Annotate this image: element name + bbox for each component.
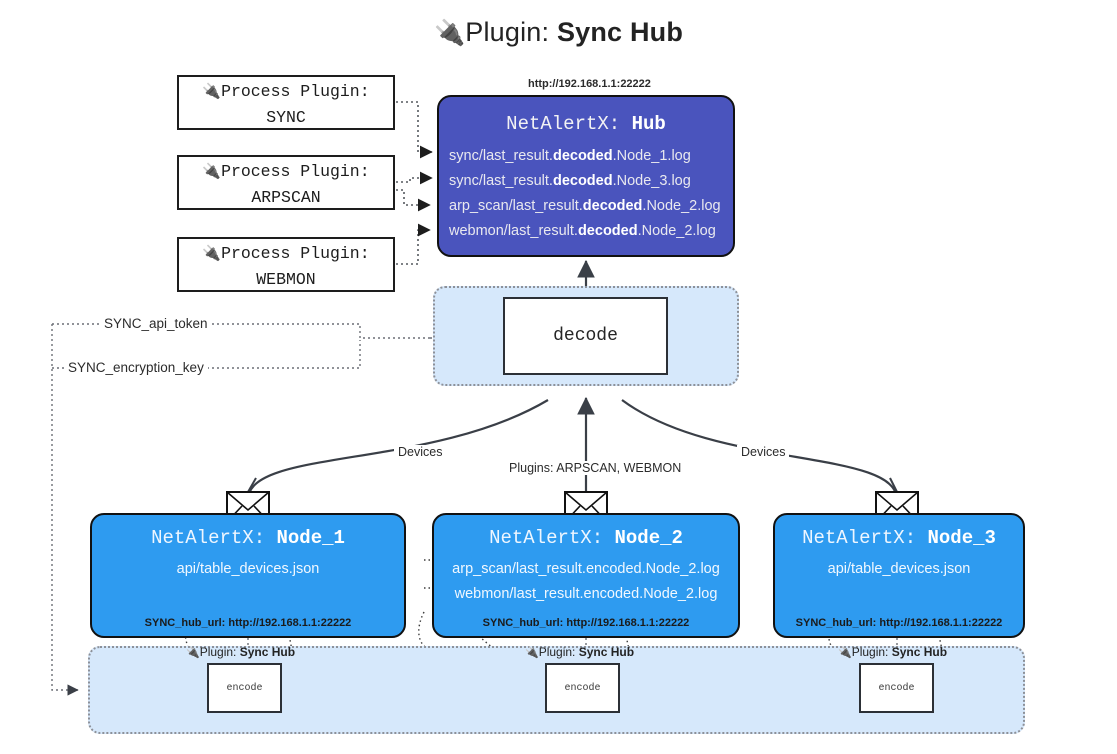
encoder-1-label: 🔌Plugin: Sync Hub [186,645,296,659]
process-plugin-sync[interactable]: 🔌Process Plugin: SYNC [177,75,395,130]
encode-box-3[interactable]: encode [859,663,934,713]
decode-box[interactable]: decode [503,297,668,375]
sync-api-token-label: SYNC_api_token [100,316,212,331]
title-name: Sync Hub [556,17,684,47]
encoder-3-label: 🔌Plugin: Sync Hub [838,645,948,659]
process-plugin-webmon-line1: 🔌Process Plugin: [202,244,370,263]
node-line: api/table_devices.json [827,561,971,577]
electric-plug-icon: 🔌 [186,647,200,659]
electric-plug-icon: 🔌 [202,244,222,262]
node-line: webmon/last_result.encoded.Node_2.log [454,586,718,602]
page-title: 🔌Plugin: Sync Hub [0,17,1117,48]
process-plugin-sync-line1: 🔌Process Plugin: [202,82,370,101]
node-3[interactable]: NetAlertX: Node_3 api/table_devices.json… [773,513,1025,638]
electric-plug-icon: 🔌 [838,647,852,659]
node-2-footer: SYNC_hub_url: http://192.168.1.1:22222 [482,617,690,629]
node-2-lines: arp_scan/last_result.encoded.Node_2.log … [434,557,738,607]
hub-log-list: sync/last_result.decoded.Node_1.log sync… [439,144,733,244]
node-1-title: NetAlertX: Node_1 [151,527,345,549]
hub-log-line: sync/last_result.decoded.Node_1.log [449,148,691,164]
hub-node[interactable]: NetAlertX: Hub sync/last_result.decoded.… [437,95,735,257]
hub-log-line: webmon/last_result.decoded.Node_2.log [449,223,716,239]
node-3-title: NetAlertX: Node_3 [802,527,996,549]
edge-label-devices-right: Devices [737,445,790,459]
process-plugin-webmon[interactable]: 🔌Process Plugin: WEBMON [177,237,395,292]
node-1-lines: api/table_devices.json [92,557,404,582]
process-plugin-arpscan-line1: 🔌Process Plugin: [202,162,370,181]
encode-box-2[interactable]: encode [545,663,620,713]
node-line: arp_scan/last_result.encoded.Node_2.log [452,561,720,577]
title-prefix: Plugin: [465,17,557,47]
electric-plug-icon: 🔌 [202,162,222,180]
edge-label-plugins: Plugins: ARPSCAN, WEBMON [505,461,686,475]
hub-log-line: sync/last_result.decoded.Node_3.log [449,173,691,189]
edge-label-devices-left: Devices [394,445,447,459]
node-2-title: NetAlertX: Node_2 [489,527,683,549]
electric-plug-icon: 🔌 [433,19,466,47]
node-3-lines: api/table_devices.json [775,557,1023,582]
process-plugin-sync-name: SYNC [266,108,306,127]
node-1[interactable]: NetAlertX: Node_1 api/table_devices.json… [90,513,406,638]
node-3-footer: SYNC_hub_url: http://192.168.1.1:22222 [795,617,1003,629]
encode-box-1[interactable]: encode [207,663,282,713]
hub-title: NetAlertX: Hub [506,113,666,135]
sync-encryption-key-label: SYNC_encryption_key [64,360,208,375]
hub-log-line: arp_scan/last_result.decoded.Node_2.log [449,198,721,214]
encoder-2-label: 🔌Plugin: Sync Hub [525,645,635,659]
electric-plug-icon: 🔌 [202,82,222,100]
process-plugin-arpscan[interactable]: 🔌Process Plugin: ARPSCAN [177,155,395,210]
process-plugin-webmon-name: WEBMON [256,270,316,289]
node-line: api/table_devices.json [176,561,320,577]
electric-plug-icon: 🔌 [525,647,539,659]
hub-url-label: http://192.168.1.1:22222 [528,78,651,90]
node-2[interactable]: NetAlertX: Node_2 arp_scan/last_result.e… [432,513,740,638]
process-plugin-arpscan-name: ARPSCAN [251,188,321,207]
node-1-footer: SYNC_hub_url: http://192.168.1.1:22222 [144,617,352,629]
